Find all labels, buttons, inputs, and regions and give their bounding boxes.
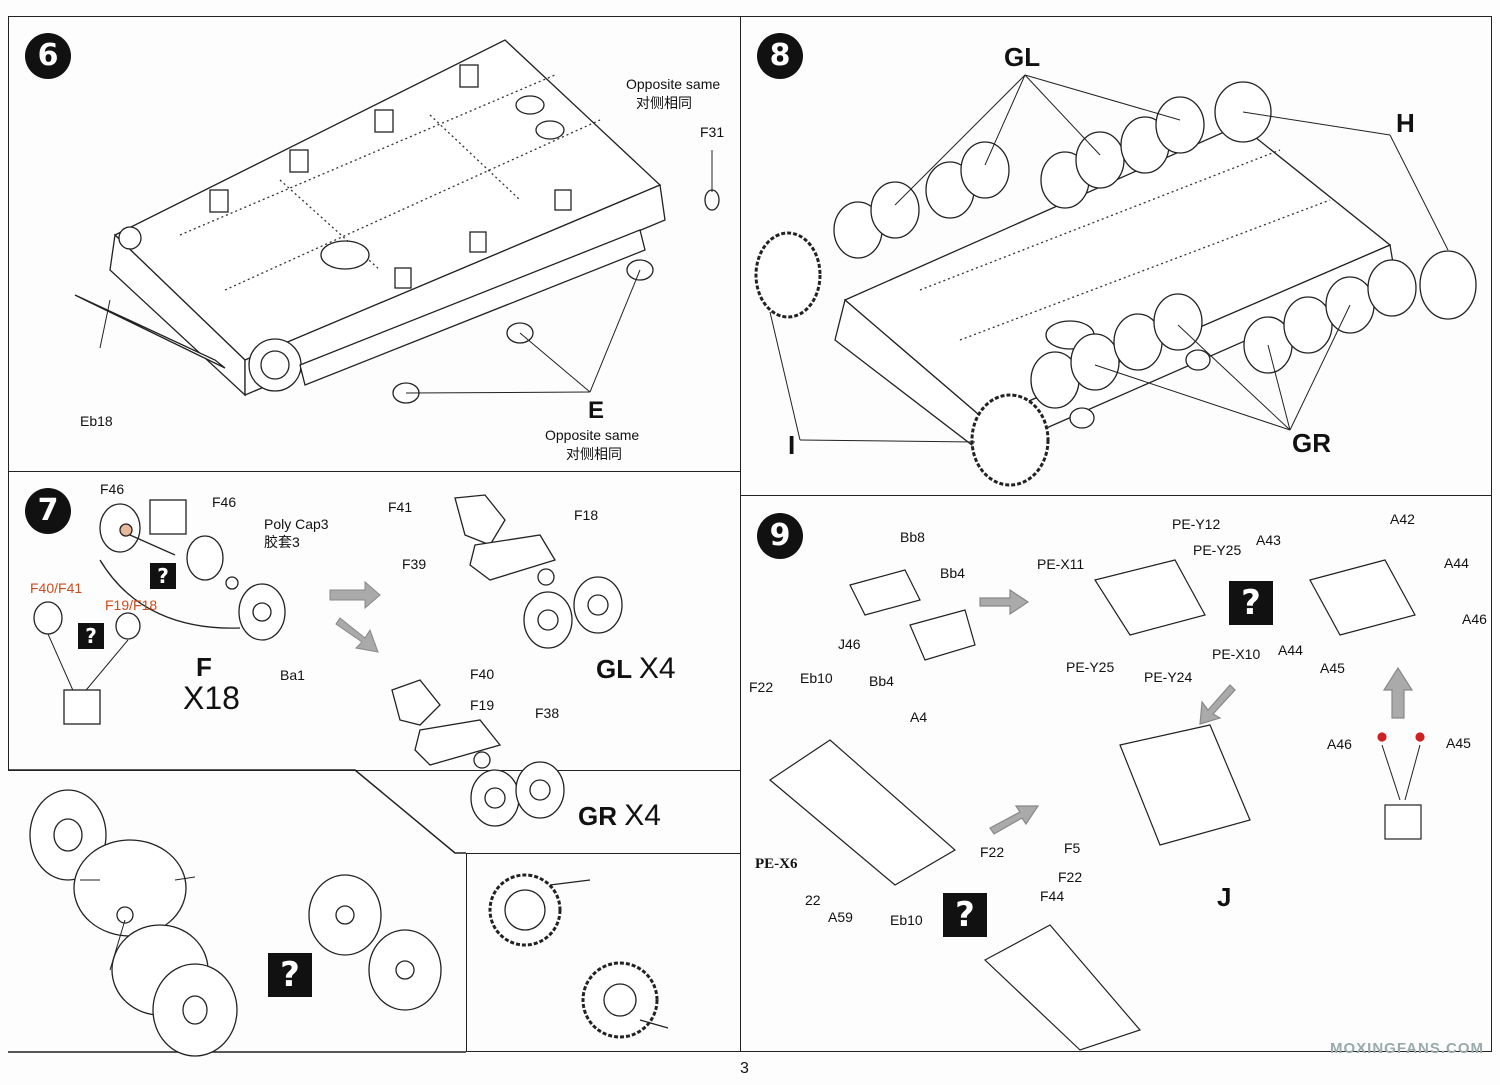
part-label-a46-b: A46 bbox=[1327, 736, 1352, 752]
runner-label-f: F bbox=[196, 652, 212, 682]
page-number: 3 bbox=[740, 1060, 749, 1077]
part-label-f40: F40 bbox=[470, 666, 495, 682]
s6-opposite-same-label: Opposite same bbox=[626, 76, 721, 92]
assembly-label-gl: GL X4 bbox=[596, 652, 676, 686]
quantity-x18: X18 bbox=[183, 680, 240, 716]
part-label-f38: F38 bbox=[535, 705, 560, 721]
step7-drawing bbox=[33, 494, 623, 827]
part-label-pe-x11: PE-X11 bbox=[1037, 556, 1085, 572]
assembly-label-gr: GR X4 bbox=[578, 799, 661, 833]
part-label-bb4-b: Bb4 bbox=[869, 673, 894, 689]
s8-label-i: I bbox=[788, 430, 796, 460]
part-label-a59: A59 bbox=[828, 909, 853, 925]
part-label-f31: F31 bbox=[700, 124, 725, 140]
part-label-f46-b: F46 bbox=[212, 494, 237, 510]
part-label-pe-x6: PE-X6 bbox=[755, 856, 798, 872]
part-label-f39: F39 bbox=[402, 556, 427, 572]
gr-label: GR bbox=[578, 801, 617, 831]
part-label-pe-y25-a: PE-Y25 bbox=[1193, 542, 1242, 558]
step-number-8: 8 bbox=[757, 33, 803, 79]
h-panel-border bbox=[8, 769, 466, 854]
part-label-eb18: Eb18 bbox=[80, 413, 113, 429]
part-label-pe-y12: PE-Y12 bbox=[1172, 516, 1221, 532]
part-label-f22-a: F22 bbox=[749, 679, 774, 695]
part-label-a43: A43 bbox=[1256, 532, 1281, 548]
part-label-bb8: Bb8 bbox=[900, 529, 925, 545]
part-label-a4: A4 bbox=[910, 709, 928, 725]
part-label-pe-x10: PE-X10 bbox=[1212, 646, 1261, 662]
watermark: MOXINGFANS.COM bbox=[1330, 1040, 1485, 1057]
part-label-f46-a: F46 bbox=[100, 481, 125, 497]
poly-cap3-label: Poly Cap3 bbox=[264, 516, 329, 532]
s6-opposite-same-2-cn-label: 对侧相同 bbox=[566, 446, 622, 462]
part-label-a44-b: A44 bbox=[1278, 642, 1303, 658]
part-label-eb10-b: Eb10 bbox=[890, 912, 923, 928]
part-label-bb4-a: Bb4 bbox=[940, 565, 965, 581]
part-label-eb10-a: Eb10 bbox=[800, 670, 833, 686]
part-label-pe-y24: PE-Y24 bbox=[1144, 669, 1193, 685]
part-label-f41: F41 bbox=[388, 499, 413, 515]
part-label-f40-f41: F40/F41 bbox=[30, 580, 83, 596]
part-label-a45-b: A45 bbox=[1446, 735, 1471, 751]
part-label-f5: F5 bbox=[1064, 840, 1081, 856]
part-label-f19-f18: F19/F18 bbox=[105, 597, 158, 613]
i-sprocket-drawing bbox=[488, 873, 669, 1039]
assembly-label-j: J bbox=[1217, 882, 1232, 912]
unknown-part-icon-2: ? bbox=[78, 623, 104, 649]
part-label-f22-b: F22 bbox=[980, 844, 1005, 860]
step-number-9: 9 bbox=[757, 513, 803, 559]
gr-quantity: X4 bbox=[624, 799, 661, 832]
part-label-f18: F18 bbox=[574, 507, 599, 523]
poly-cap3-cn-label: 胶套3 bbox=[264, 534, 300, 550]
part-label-a44-a: A44 bbox=[1444, 555, 1469, 571]
step-number-7: 7 bbox=[25, 488, 71, 534]
part-label-a42: A42 bbox=[1390, 511, 1415, 527]
part-label-22: 22 bbox=[805, 892, 821, 908]
s6-opposite-same-cn-label: 对侧相同 bbox=[636, 95, 692, 111]
step-number-6: 6 bbox=[25, 33, 71, 79]
h-wheel-drawing bbox=[29, 789, 442, 1057]
part-label-f22-c: F22 bbox=[1058, 869, 1083, 885]
part-label-ba1: Ba1 bbox=[280, 667, 305, 683]
step7-arrows bbox=[329, 580, 381, 653]
step9-unknown-icon-2: ? bbox=[943, 893, 987, 937]
part-label-pe-y25-b: PE-Y25 bbox=[1066, 659, 1115, 675]
s6-opposite-same-2-label: Opposite same bbox=[545, 427, 640, 443]
gl-quantity: X4 bbox=[638, 652, 676, 685]
part-label-f19: F19 bbox=[470, 697, 495, 713]
i-panel bbox=[466, 853, 741, 1052]
gl-label: GL bbox=[596, 654, 632, 684]
step-9-panel bbox=[740, 495, 1492, 1052]
step9-drawing bbox=[769, 559, 1425, 1051]
step9-unknown-icon-1: ? bbox=[1229, 581, 1273, 625]
unknown-part-icon: ? bbox=[150, 563, 176, 589]
step6-hull bbox=[74, 39, 720, 404]
optional-parts-icon: ? bbox=[268, 953, 312, 997]
s8-label-gl: GL bbox=[1004, 42, 1041, 72]
part-label-a46-a: A46 bbox=[1462, 611, 1487, 627]
s8-label-h: H bbox=[1396, 108, 1415, 138]
s8-label-gr: GR bbox=[1292, 428, 1331, 458]
step8-hull bbox=[754, 74, 1477, 487]
part-label-f44: F44 bbox=[1040, 888, 1065, 904]
part-label-j46: J46 bbox=[838, 636, 861, 652]
assembly-label-e: E bbox=[588, 397, 605, 424]
part-label-a45-a: A45 bbox=[1320, 660, 1345, 676]
